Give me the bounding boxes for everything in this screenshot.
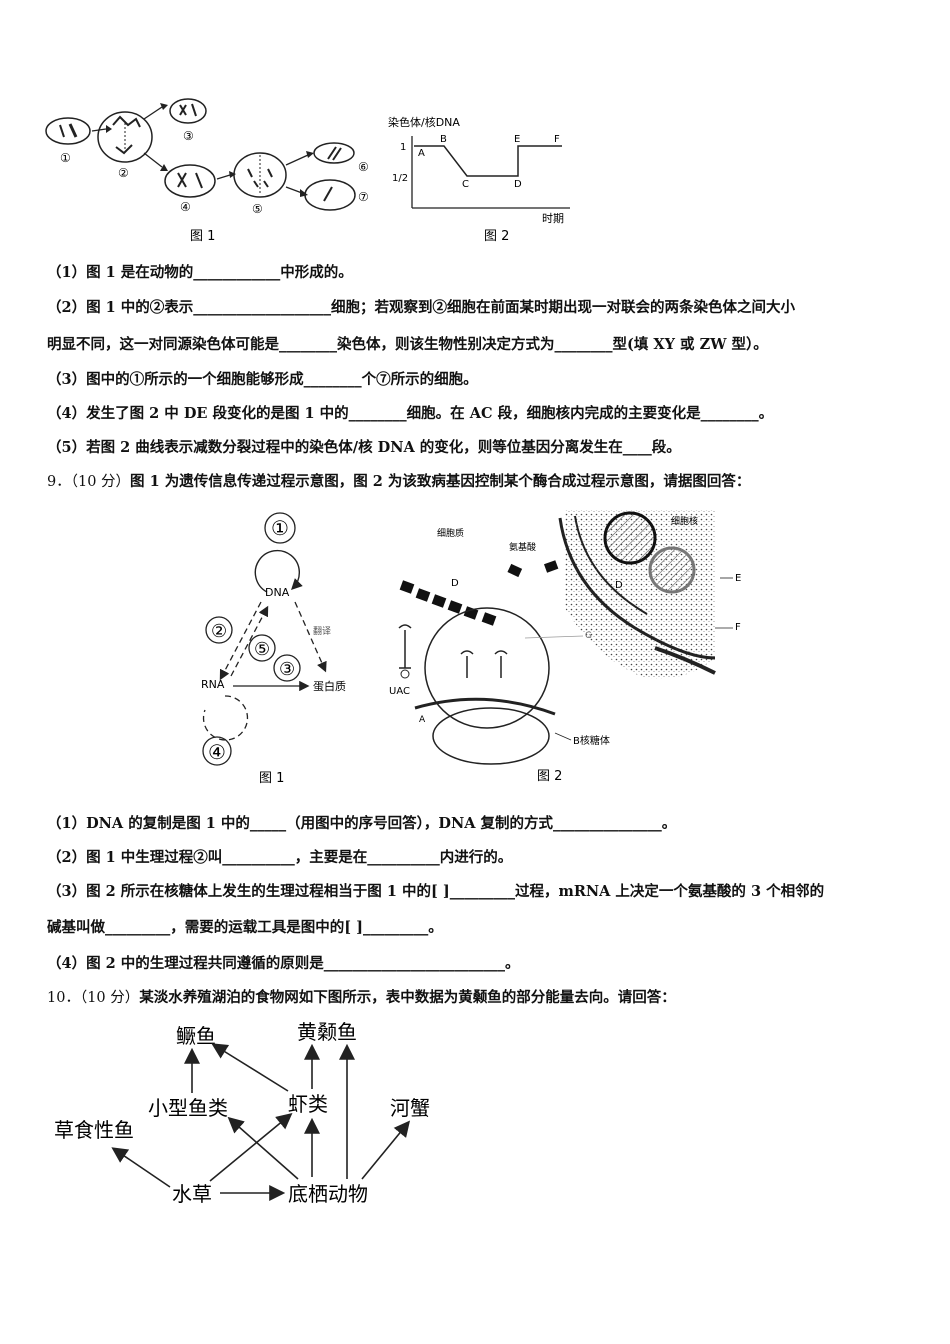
label-g: G (585, 631, 592, 641)
q9-stem: 9．（10 分）图 1 为遗传信息传递过程示意图，图 2 为该致病基因控制某个酶… (47, 470, 750, 491)
q9-figure-1: ① DNA 翻译 ② ⑤ ③ RNA 蛋白质 ④ 图 1 (185, 510, 385, 790)
label-f: F (735, 622, 741, 633)
q8-sub-3: （3）图中的①所示的一个细胞能够形成________个⑦所示的细胞。 (47, 371, 478, 388)
question-number: 10．（10 分） (47, 990, 140, 1006)
figure-caption: 图 2 (484, 229, 509, 244)
label-e: E (735, 573, 741, 584)
label-d1: D (451, 578, 459, 589)
figure-caption: 图 1 (190, 229, 215, 244)
point-d: D (514, 179, 522, 190)
label-d2: D (615, 580, 623, 591)
dna-label: DNA (265, 586, 290, 599)
q9-sub-3a: （3）图 2 所示在核糖体上发生的生理过程相当于图 1 中的[ ]_______… (47, 883, 825, 900)
ratio-chart-figure-2: 染色体/核DNA 1 1/2 A B C D E F 时期 图 2 (382, 108, 582, 248)
node-waterweed: 水草 (172, 1182, 212, 1206)
cell-label-1: ① (60, 151, 71, 165)
q8-sub-2a: （2）图 1 中的②表示___________________细胞；若观察到②细… (47, 299, 796, 316)
protein-label: 蛋白质 (313, 679, 346, 693)
figure-caption: 图 2 (537, 769, 562, 784)
q8-sub-5: （5）若图 2 曲线表示减数分裂过程中的染色体/核 DNA 的变化，则等位基因分… (47, 439, 681, 456)
tick-half: 1/2 (392, 173, 408, 184)
figure-caption: 图 1 (259, 771, 284, 786)
nucleus-label: 细胞核 (671, 515, 698, 527)
tick-1: 1 (400, 142, 406, 153)
label-2: ② (211, 621, 227, 642)
point-a: A (418, 148, 425, 159)
cell-label-5: ⑤ (252, 202, 263, 216)
translate-label: 翻译 (313, 626, 331, 637)
q8-sub-1: （1）图 1 是在动物的____________中形成的。 (47, 264, 353, 281)
x-axis-label: 时期 (542, 212, 564, 225)
q9-sub-3b: 碱基叫做_________，需要的运载工具是图中的[ ]_________。 (47, 919, 443, 936)
cytoplasm-label: 细胞质 (437, 527, 464, 539)
q10-stem: 10．（10 分）某淡水养殖湖泊的食物网如下图所示，表中数据为黄颡鱼的部分能量去… (47, 986, 676, 1007)
label-1: ① (271, 516, 289, 540)
question-text: 图 1 为遗传信息传递过程示意图，图 2 为该致病基因控制某个酶合成过程示意图，… (130, 473, 751, 490)
cell-label-2: ② (118, 166, 129, 180)
label-3: ③ (279, 659, 295, 680)
food-web-diagram: 鳜鱼 黄颡鱼 小型鱼类 虾类 河蟹 草食性鱼 水草 底栖动物 (40, 1015, 460, 1215)
cell-label-7: ⑦ (358, 190, 369, 204)
point-f: F (554, 134, 560, 145)
rna-label: RNA (201, 678, 225, 691)
point-c: C (462, 179, 469, 190)
node-crab: 河蟹 (390, 1096, 430, 1120)
anticodon-label: UAC (389, 686, 410, 697)
q9-sub-1: （1）DNA 的复制是图 1 中的_____（用图中的序号回答），DNA 复制的… (47, 815, 677, 832)
q8-sub-2b: 明显不同，这一对同源染色体可能是________染色体，则该生物性别决定方式为_… (47, 336, 768, 353)
cell-label-4: ④ (180, 200, 191, 214)
question-text: 某淡水养殖湖泊的食物网如下图所示，表中数据为黄颡鱼的部分能量去向。请回答： (139, 989, 676, 1006)
point-b: B (440, 134, 447, 145)
meiosis-figure-1: ① ② ③ ④ ⑤ ⑥ ⑦ 图 1 (40, 95, 380, 245)
q9-sub-4: （4）图 2 中的生理过程共同遵循的原则是___________________… (47, 955, 520, 972)
q8-sub-4: （4）发生了图 2 中 DE 段变化的是图 1 中的________细胞。在 A… (47, 405, 774, 422)
q9-figure-2: 细胞核 D E F 细胞质 氨基酸 D UAC G A (385, 508, 755, 790)
q9-sub-2: （2）图 1 中生理过程②叫__________，主要是在__________内… (47, 849, 513, 866)
ribosome-label: B核糖体 (573, 734, 610, 747)
node-shrimp: 虾类 (288, 1092, 328, 1116)
label-4: ④ (208, 740, 226, 764)
cell-label-6: ⑥ (358, 160, 369, 174)
node-benthic: 底栖动物 (288, 1182, 368, 1206)
node-small-fish: 小型鱼类 (148, 1096, 228, 1120)
label-a: A (419, 715, 426, 725)
y-axis-label: 染色体/核DNA (388, 115, 460, 129)
node-huangsang: 黄颡鱼 (297, 1020, 357, 1044)
question-number: 9．（10 分） (47, 474, 131, 490)
amino-acid-label: 氨基酸 (509, 541, 536, 553)
node-herbivore: 草食性鱼 (54, 1118, 134, 1142)
node-guiyu: 鳜鱼 (176, 1024, 216, 1048)
cell-label-3: ③ (183, 129, 194, 143)
point-e: E (514, 134, 520, 145)
label-5: ⑤ (254, 639, 270, 660)
